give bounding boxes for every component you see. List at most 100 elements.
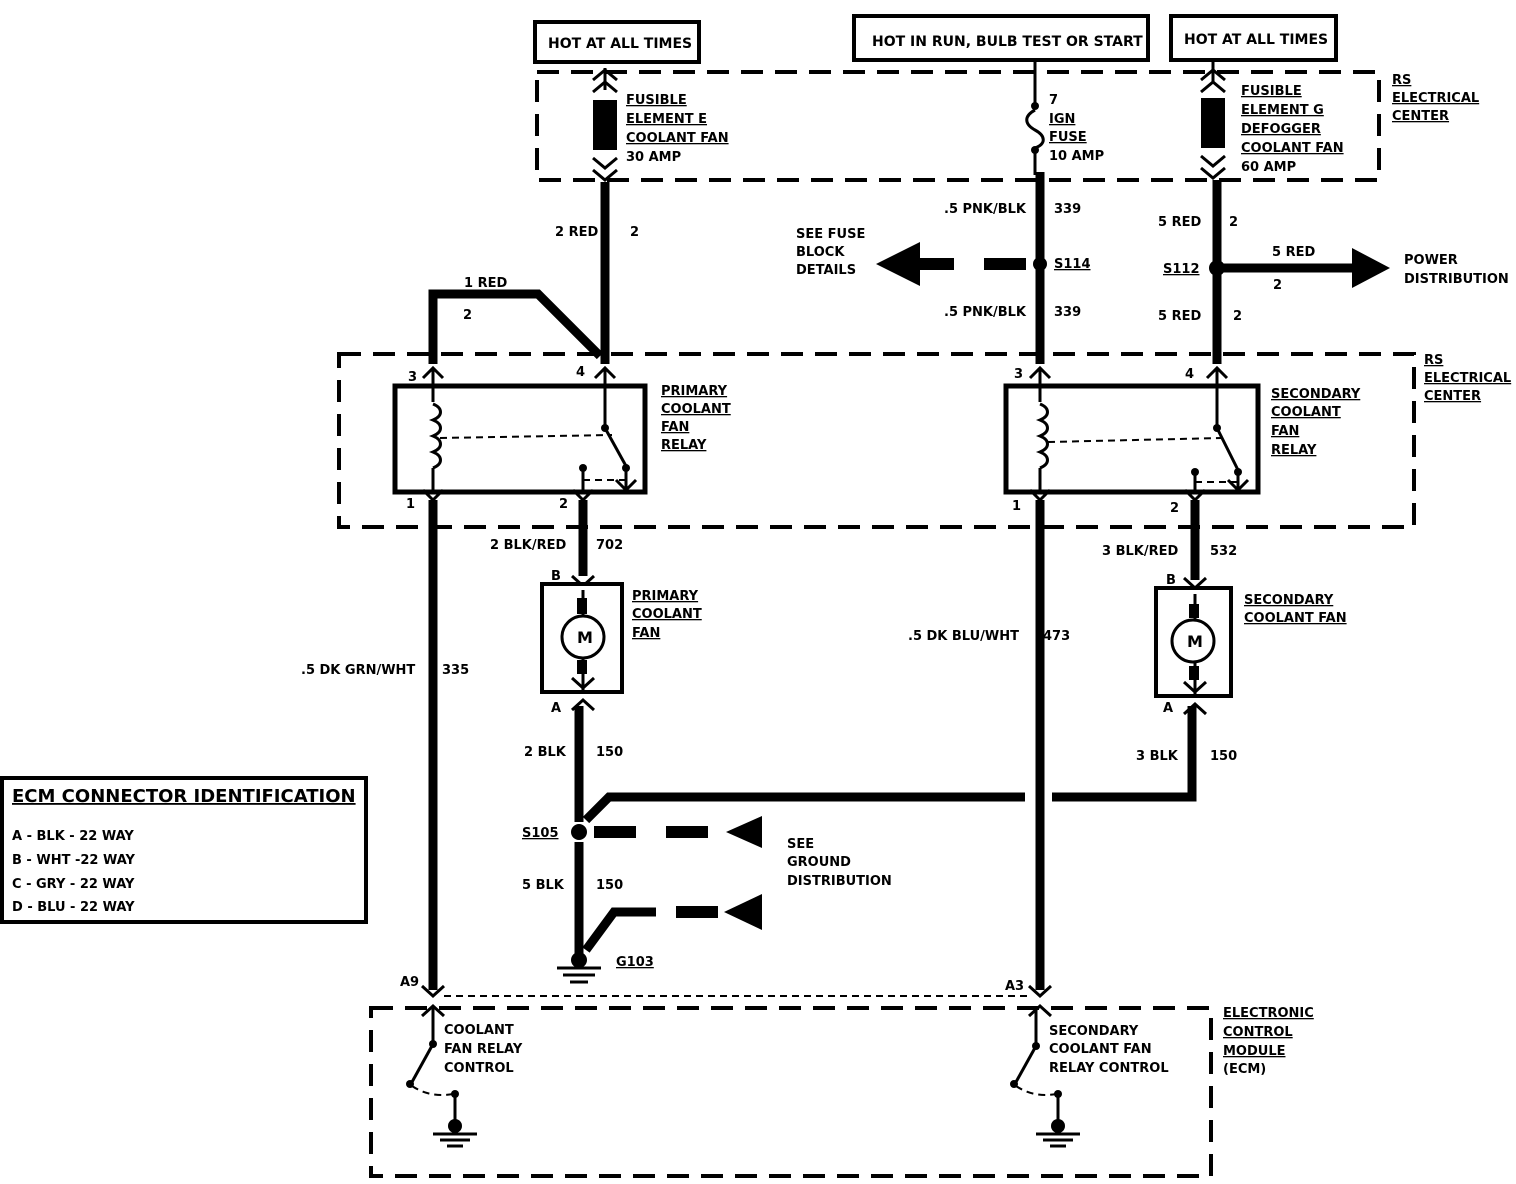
wire-blk-red-702-circuit: 702	[596, 538, 623, 553]
wire-5-red-branch-label: 5 RED	[1272, 245, 1315, 260]
wire-pnk-blk-circuit-upper: 339	[1054, 202, 1081, 217]
fuse-g-label-5: 60 AMP	[1241, 160, 1296, 175]
ecm-control-1-label-1: COOLANT	[444, 1023, 514, 1038]
ecm-label-2: CONTROL	[1223, 1025, 1293, 1040]
wire-3-blk-150-cont	[582, 792, 1025, 824]
svg-text:HOT AT ALL TIMES: HOT AT ALL TIMES	[548, 36, 692, 52]
secondary-fan-label-1: SECONDARY	[1244, 593, 1334, 608]
ground-ref-l2: GROUND	[787, 855, 851, 870]
fusible-element-g	[1200, 62, 1226, 180]
primary-relay-label-3: FAN	[661, 420, 689, 435]
wire-pnk-blk-label-lower: .5 PNK/BLK	[944, 305, 1027, 320]
wire-dk-grn-wht-label: .5 DK GRN/WHT	[301, 663, 415, 678]
rs-ec-top-l1: RS	[1392, 73, 1411, 88]
ecm-control-1-label-2: FAN RELAY	[444, 1042, 523, 1057]
secondary-fan-pin-a: A	[1163, 701, 1173, 716]
primary-relay-pin-3: 3	[408, 370, 417, 385]
header-hot-center: HOT IN RUN, BULB TEST OR START	[852, 14, 1150, 62]
header-hot-right: HOT AT ALL TIMES	[1169, 14, 1338, 62]
ecm-connector-a3	[1027, 984, 1053, 1018]
ground-ref-arrow-lower	[724, 894, 762, 930]
fusible-element-e	[592, 68, 618, 182]
wire-3-blk-circuit: 150	[1210, 749, 1237, 764]
ecm-connector-id-title: ECM CONNECTOR IDENTIFICATION	[12, 786, 356, 807]
secondary-fan-motor-symbol: M	[1187, 632, 1203, 651]
wire-1-red	[428, 289, 604, 364]
wire-blk-red-532-circuit: 532	[1210, 544, 1237, 559]
rs-electrical-center-top	[535, 70, 1381, 182]
rs-ec-top-l3: CENTER	[1392, 109, 1449, 124]
primary-relay-pin-1: 1	[406, 497, 415, 512]
ign-fuse	[1025, 60, 1045, 175]
splice-s105-label: S105	[522, 826, 559, 841]
secondary-relay-pin-4: 4	[1185, 367, 1194, 382]
secondary-relay-label-1: SECONDARY	[1271, 387, 1361, 402]
wire-5-red-circuit-lower: 2	[1233, 309, 1242, 324]
secondary-coolant-fan	[1154, 576, 1233, 716]
fuse-e-label-4: 30 AMP	[626, 150, 681, 165]
wire-dk-blu-wht-circuit: 473	[1043, 629, 1070, 644]
ecm-pin-a9: A9	[400, 975, 419, 990]
primary-relay-pin-2: 2	[559, 497, 568, 512]
splice-s105	[571, 824, 587, 840]
wire-blk-red-702-label: 2 BLK/RED	[490, 538, 566, 553]
wire-5-red-label-upper: 5 RED	[1158, 215, 1201, 230]
rs-ec-top-l2: ELECTRICAL	[1392, 91, 1479, 106]
ecm-connector-row: A - BLK - 22 WAY	[12, 829, 134, 844]
primary-relay-label-1: PRIMARY	[661, 384, 728, 399]
secondary-fan-pin-b: B	[1166, 573, 1176, 588]
secondary-relay-pin-3: 3	[1014, 367, 1023, 382]
wire-5-blk-label: 5 BLK	[522, 878, 565, 893]
ecm-control-2-label-3: RELAY CONTROL	[1049, 1061, 1169, 1076]
wire-pnk-blk-circuit-lower: 339	[1054, 305, 1081, 320]
secondary-relay-label-3: FAN	[1271, 424, 1299, 439]
fuse-e-label-2: ELEMENT E	[626, 112, 707, 127]
ecm-connector-row: B - WHT -22 WAY	[12, 853, 136, 868]
fuse-g-label-2: ELEMENT G	[1241, 103, 1324, 118]
fuse-g-label-4: COOLANT FAN	[1241, 141, 1344, 156]
svg-text:HOT AT ALL TIMES: HOT AT ALL TIMES	[1184, 32, 1328, 48]
ecm-label-3: MODULE	[1223, 1044, 1286, 1059]
primary-fan-motor-symbol: M	[577, 628, 593, 647]
ecm-label-1: ELECTRONIC	[1223, 1006, 1314, 1021]
secondary-relay-pin-2: 2	[1170, 501, 1179, 516]
wire-dk-grn-wht-circuit: 335	[442, 663, 469, 678]
fuse-block-ref-l3: DETAILS	[796, 263, 856, 278]
wire-dk-blu-wht-label: .5 DK BLU/WHT	[908, 629, 1019, 644]
splice-s114-label: S114	[1054, 257, 1091, 272]
primary-relay-pin-4: 4	[576, 365, 585, 380]
ecm-connector-row: D - BLU - 22 WAY	[12, 900, 135, 915]
fuse-g-label-1: FUSIBLE	[1241, 84, 1302, 99]
ground-ref-arrow-upper	[726, 816, 762, 848]
fuse-e-label-3: COOLANT FAN	[626, 131, 729, 146]
wire-blk-red-532-label: 3 BLK/RED	[1102, 544, 1178, 559]
power-distribution-arrow	[1352, 248, 1390, 288]
fuse-g-label-3: DEFOGGER	[1241, 122, 1321, 137]
wire-2-blk-circuit: 150	[596, 745, 623, 760]
ecm-connector-id-box	[0, 776, 368, 924]
primary-fan-label-1: PRIMARY	[632, 589, 699, 604]
ecm-control-1-label-3: CONTROL	[444, 1061, 514, 1076]
fuse-block-ref-arrow	[876, 242, 920, 286]
secondary-relay-label-4: RELAY	[1271, 443, 1317, 458]
wire-1-red-circuit: 2	[463, 308, 472, 323]
ecm-switch-coolant-fan-relay-control	[406, 1008, 477, 1148]
primary-relay-label-2: COOLANT	[661, 402, 731, 417]
primary-relay-label-4: RELAY	[661, 438, 707, 453]
ign-fuse-number: 7	[1049, 93, 1058, 108]
rs-ec-mid-l2: ELECTRICAL	[1424, 371, 1511, 386]
ecm-control-2-label-2: COOLANT FAN	[1049, 1042, 1152, 1057]
ign-fuse-label-2: FUSE	[1049, 130, 1087, 145]
wire-3-blk-150	[1052, 706, 1197, 802]
ecm-switch-secondary-coolant-fan-relay-control	[1010, 1008, 1080, 1148]
secondary-relay-label-2: COOLANT	[1271, 405, 1341, 420]
fuse-block-ref-l2: BLOCK	[796, 245, 845, 260]
ground-ref-l3: DISTRIBUTION	[787, 874, 892, 889]
secondary-relay-pin-1: 1	[1012, 499, 1021, 514]
header-hot-left: HOT AT ALL TIMES	[533, 20, 701, 64]
wire-2-red-circuit: 2	[630, 225, 639, 240]
ecm-pin-a3: A3	[1005, 979, 1024, 994]
primary-fan-label-3: FAN	[632, 626, 660, 641]
ecm-label-4: (ECM)	[1223, 1062, 1266, 1077]
